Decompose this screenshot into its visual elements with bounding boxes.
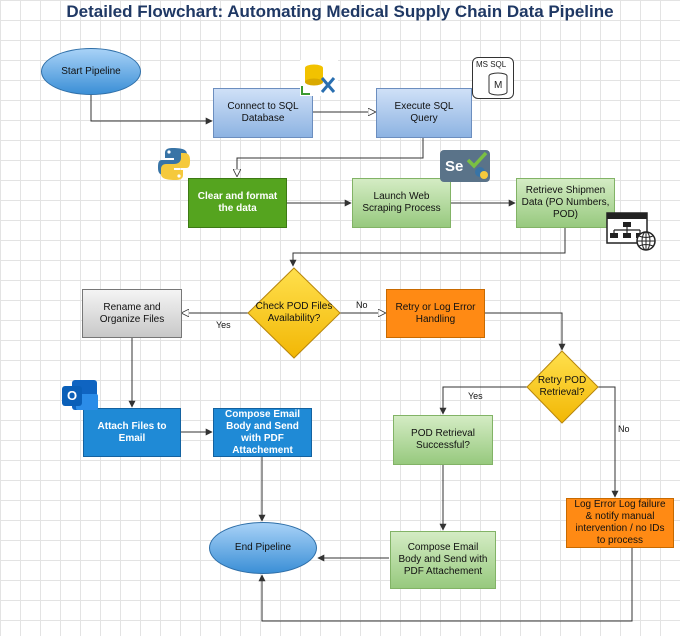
mssql-icon-letter: M: [494, 80, 503, 91]
compose-email-left-node[interactable]: Compose Email Body and Send with PDF Att…: [213, 408, 312, 457]
python-icon: [158, 148, 190, 180]
decision-check-pod-shape: [247, 267, 341, 359]
selenium-icon: Se: [440, 150, 490, 182]
start-pipeline-node[interactable]: Start Pipeline: [41, 48, 141, 95]
edge-logerror-to-end: [258, 548, 633, 622]
edge-label-no-retry: No: [618, 424, 630, 434]
edge-retrypod-to-success-yes: [439, 386, 527, 415]
mssql-icon: MS SQL M: [472, 57, 514, 99]
sql-tools-icon: [300, 60, 338, 96]
retry-log-node[interactable]: Retry or Log Error Handling: [386, 289, 485, 338]
execute-sql-node[interactable]: Execute SQL Query: [376, 88, 472, 138]
outlook-icon-letter: O: [66, 388, 78, 403]
edge-execute-to-clean: [237, 138, 424, 176]
outlook-icon: O: [62, 378, 98, 412]
log-error-node[interactable]: Log Error Log failure & notify manual in…: [566, 498, 674, 548]
edge-label-yes-check: Yes: [216, 320, 231, 330]
clean-data-node[interactable]: Clear and format the data: [188, 178, 287, 228]
edge-retrieve-to-check: [289, 228, 566, 267]
pod-success-node[interactable]: POD Retrieval Successful?: [393, 415, 493, 465]
edge-label-yes-retry: Yes: [468, 391, 483, 401]
edge-label-no-check: No: [356, 300, 368, 310]
page-title: Detailed Flowchart: Automating Medical S…: [66, 2, 614, 21]
web-sitemap-icon: [606, 212, 656, 251]
edge-start-to-connect: [90, 90, 213, 125]
mssql-icon-label: MS SQL: [476, 60, 507, 69]
launch-scraping-node[interactable]: Launch Web Scraping Process: [352, 178, 451, 228]
retrieve-shipment-node[interactable]: Retrieve Shipmen Data (PO Numbers, POD): [516, 178, 615, 228]
edge-retrypod-to-logerror-no: [598, 386, 619, 498]
selenium-icon-label: Se: [445, 158, 464, 175]
decision-check-pod[interactable]: Check POD Files Availability?: [255, 301, 333, 324]
compose-email-right-node[interactable]: Compose Email Body and Send with PDF Att…: [390, 531, 496, 589]
connect-sql-node[interactable]: Connect to SQL Database: [213, 88, 313, 138]
decision-retry-pod-shape: [526, 350, 599, 424]
decision-retry-pod[interactable]: Retry POD Retrieval?: [537, 375, 587, 398]
rename-files-node[interactable]: Rename and Organize Files: [82, 289, 182, 338]
end-pipeline-node[interactable]: End Pipeline: [209, 522, 317, 574]
edge-retry-to-retrypod: [485, 312, 566, 351]
attach-files-node[interactable]: Attach Files to Email: [83, 408, 181, 457]
